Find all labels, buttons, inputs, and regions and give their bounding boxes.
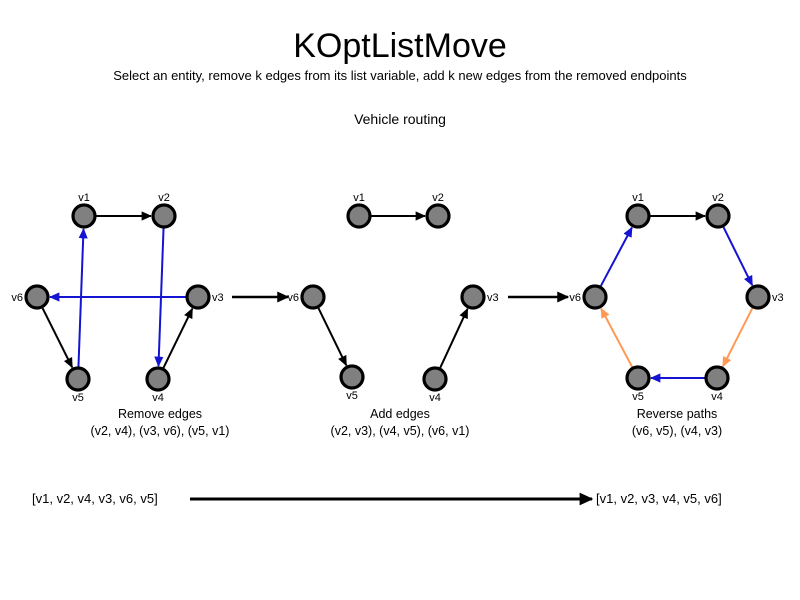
node-circle [425, 203, 451, 229]
node-label: v6 [287, 292, 299, 304]
edge-v3-to-v4 [721, 307, 754, 368]
node-circle [71, 203, 97, 229]
list-variable-after: [v1, v2, v3, v4, v5, v6] [596, 491, 722, 506]
node-circle [705, 203, 731, 229]
node-label: v1 [78, 192, 90, 204]
edge-v4-to-v3 [162, 307, 194, 369]
context-label: Vehicle routing [354, 111, 446, 127]
graph-node-v5[interactable]: v5 [625, 365, 651, 403]
edges-layer [41, 211, 754, 383]
node-circle [65, 366, 91, 392]
panel-caption-detail: (v6, v5), (v4, v3) [632, 424, 722, 438]
graph-node-v1[interactable]: v1 [71, 192, 97, 229]
page-subtitle: Select an entity, remove k edges from it… [113, 68, 687, 83]
node-label: v2 [432, 192, 444, 204]
node-label: v5 [72, 392, 84, 404]
nodes-layer: v1 v2 v3 v4 v5 v6 v1 v2 v3 v4 v5 v6 v1 v2 v3 v4 v5 v6 [11, 192, 783, 404]
graph-node-v4[interactable]: v4 [422, 366, 448, 404]
node-circle [185, 284, 211, 310]
graph-node-v1[interactable]: v1 [625, 192, 651, 229]
node-label: v2 [158, 192, 170, 204]
node-label: v5 [632, 391, 644, 403]
node-label: v1 [632, 192, 644, 204]
node-circle [145, 366, 171, 392]
node-circle [704, 365, 730, 391]
graph-node-v4[interactable]: v4 [145, 366, 171, 404]
node-label: v3 [487, 292, 499, 304]
node-circle [460, 284, 486, 310]
graph-node-v2[interactable]: v2 [151, 192, 177, 229]
edge-v5-to-v6 [600, 307, 634, 368]
edge-v6-to-v1 [599, 226, 633, 287]
graph-node-v2[interactable]: v2 [425, 192, 451, 229]
graph-node-v4[interactable]: v4 [704, 365, 730, 403]
graph-node-v5[interactable]: v5 [339, 364, 365, 402]
node-circle [300, 284, 326, 310]
graph-node-v3[interactable]: v3 [185, 284, 224, 310]
list-variable-before: [v1, v2, v4, v3, v6, v5] [32, 491, 158, 506]
node-circle [625, 203, 651, 229]
node-label: v3 [772, 292, 784, 304]
edge-v6-to-v5 [41, 307, 74, 369]
panel-caption-detail: (v2, v3), (v4, v5), (v6, v1) [331, 424, 470, 438]
node-label: v4 [711, 391, 723, 403]
graph-node-v3[interactable]: v3 [745, 284, 784, 310]
captions-layer: Remove edges (v2, v4), (v3, v6), (v5, v1)… [91, 407, 723, 438]
edge-v2-to-v3 [722, 226, 754, 287]
edge-v4-to-v3 [439, 307, 469, 369]
panel-caption-title: Reverse paths [637, 407, 718, 421]
node-label: v4 [152, 392, 164, 404]
node-circle [346, 203, 372, 229]
node-circle [339, 364, 365, 390]
node-circle [582, 284, 608, 310]
node-label: v1 [353, 192, 365, 204]
graph-node-v6[interactable]: v6 [11, 284, 50, 310]
node-label: v4 [429, 392, 441, 404]
node-label: v6 [569, 292, 581, 304]
graph-node-v6[interactable]: v6 [287, 284, 326, 310]
listvar-layer: [v1, v2, v4, v3, v6, v5] [v1, v2, v3, v4,… [32, 491, 722, 506]
node-circle [625, 365, 651, 391]
graph-node-v6[interactable]: v6 [569, 284, 608, 310]
node-label: v3 [212, 292, 224, 304]
page-title: KOptListMove [293, 27, 507, 65]
node-label: v5 [346, 390, 358, 402]
node-label: v6 [11, 292, 23, 304]
node-circle [151, 203, 177, 229]
node-label: v2 [712, 192, 724, 204]
graph-node-v2[interactable]: v2 [705, 192, 731, 229]
panel-caption-title: Add edges [370, 407, 430, 421]
node-circle [422, 366, 448, 392]
graph-node-v5[interactable]: v5 [65, 366, 91, 404]
node-circle [745, 284, 771, 310]
panel-caption-detail: (v2, v4), (v3, v6), (v5, v1) [91, 424, 230, 438]
edge-v6-to-v5 [317, 307, 348, 367]
node-circle [24, 284, 50, 310]
panel-caption-title: Remove edges [118, 407, 202, 421]
graph-node-v3[interactable]: v3 [460, 284, 499, 310]
graph-node-v1[interactable]: v1 [346, 192, 372, 229]
